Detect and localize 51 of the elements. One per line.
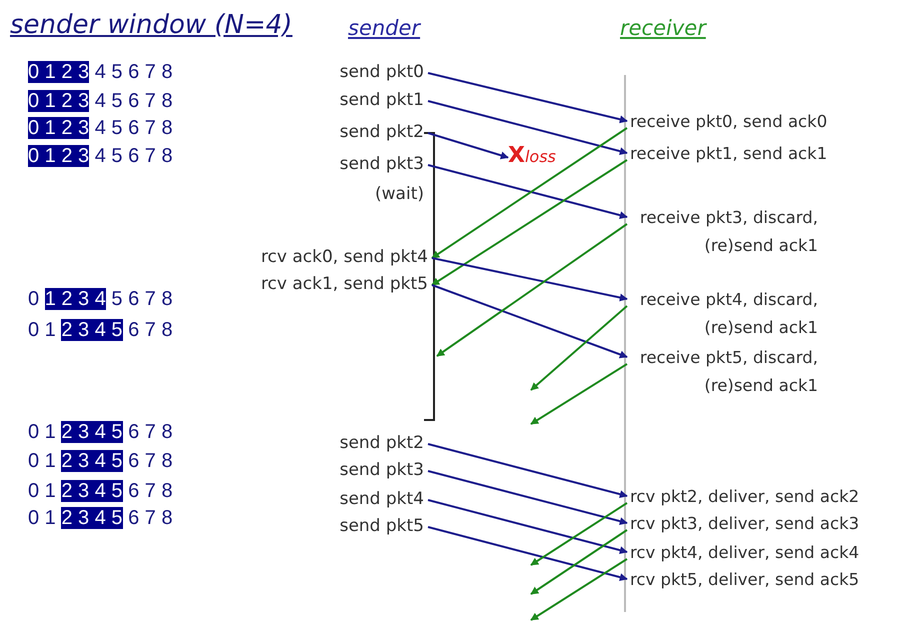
receiver-event-label: receive pkt1, send ack1 [627,140,828,168]
sequence-number-row: 0 1 2 3 4 5 6 7 8 [28,318,173,342]
arrow [428,100,628,156]
receiver-event-label: rcv pkt5, deliver, send ack5 [627,566,860,594]
sequence-number-row: 0 1 2 3 4 5 6 7 8 [28,420,173,444]
arrow [428,470,628,526]
sender-event-label: send pkt2 [340,431,428,455]
arrow [428,164,628,220]
arrow [530,558,628,621]
arrow [428,526,628,582]
sender-event-label: rcv ack1, send pkt5 [260,272,432,296]
sender-event-label: send pkt0 [340,60,428,84]
sequence-number-row: 0 1 2 3 4 5 6 7 8 [28,60,173,84]
receiver-event-label: receive pkt3, discard, (re)send ack1 [627,204,818,260]
column-heading: receiver [620,16,706,40]
sequence-number-row: 0 1 2 3 4 5 6 7 8 [28,287,173,311]
sender-event-label: send pkt3 [340,152,428,176]
heading: sender window (N=4) [10,10,292,40]
arrow [530,529,628,595]
arrow [530,502,628,566]
arrow [530,305,628,391]
receiver-event-label: rcv pkt3, deliver, send ack3 [627,510,860,538]
arrow [432,257,628,302]
sequence-number-row: 0 1 2 3 4 5 6 7 8 [28,144,173,168]
sender-event-label: send pkt3 [340,458,428,482]
arrow [432,284,628,358]
column-heading: sender [348,16,420,40]
arrow [428,132,509,160]
note-text: (wait) [375,183,425,206]
sender-event-label: send pkt4 [340,487,428,511]
sequence-number-row: 0 1 2 3 4 5 6 7 8 [28,506,173,530]
arrow [436,223,628,357]
receiver-event-label: rcv pkt4, deliver, send ack4 [627,539,860,567]
arrow [431,159,628,286]
receiver-event-label: receive pkt0, send ack0 [627,108,828,136]
arrow [428,499,628,554]
arrow [530,363,628,425]
arrow [428,72,628,124]
sender-event-label: send pkt2 [340,120,428,144]
sender-event-label: send pkt5 [340,514,428,538]
arrow [431,127,628,259]
receiver-event-label: receive pkt5, discard, (re)send ack1 [627,344,818,400]
receiver-event-label: rcv pkt2, deliver, send ack2 [627,483,860,511]
sender-event-label: send pkt1 [340,88,428,112]
loss-marker: Xloss [508,143,556,168]
arrow [428,443,628,498]
sender-event-label: rcv ack0, send pkt4 [260,245,432,269]
sequence-number-row: 0 1 2 3 4 5 6 7 8 [28,89,173,113]
sequence-number-row: 0 1 2 3 4 5 6 7 8 [28,449,173,473]
sequence-number-row: 0 1 2 3 4 5 6 7 8 [28,479,173,503]
sequence-number-row: 0 1 2 3 4 5 6 7 8 [28,116,173,140]
